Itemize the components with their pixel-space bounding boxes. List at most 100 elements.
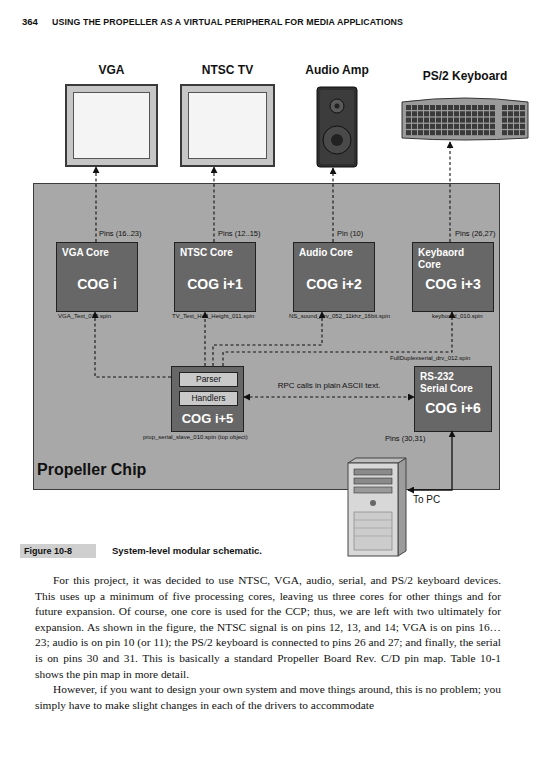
key (418, 130, 423, 135)
key (466, 124, 471, 129)
edge-label: RPC calls in plain ASCII text. (278, 381, 381, 390)
dashed-connector (244, 396, 414, 397)
key (406, 111, 411, 116)
speaker-part (317, 87, 357, 167)
key (448, 118, 453, 123)
key (466, 105, 471, 110)
key (412, 118, 417, 123)
node-text: Parser (180, 373, 237, 386)
key (436, 130, 441, 135)
dashed-connector (213, 312, 322, 366)
key (460, 105, 465, 110)
file-name: prop_serial_slave_010.spin (top object) (143, 434, 248, 440)
key (442, 124, 447, 129)
key (454, 118, 459, 123)
key (424, 124, 429, 129)
cog-box: Keybaord CoreCOG i+3 (412, 242, 494, 312)
key (508, 111, 513, 116)
key (454, 124, 459, 129)
key (424, 130, 429, 135)
file-name: keyboard_010.spin (432, 313, 483, 319)
speaker-part (331, 134, 343, 146)
key (520, 130, 525, 135)
key (490, 124, 495, 129)
pc-tower (348, 458, 406, 556)
key (502, 118, 507, 123)
key (520, 118, 525, 123)
key (484, 105, 489, 110)
key (478, 130, 483, 135)
key (484, 118, 489, 123)
key (508, 124, 513, 129)
body-paragraph: For this project, it was decided to use … (35, 573, 501, 682)
node-text: COG i+5 (172, 411, 243, 426)
key (460, 111, 465, 116)
node-text: NTSC TV (202, 63, 253, 77)
key (472, 124, 477, 129)
dashed-connector (95, 167, 96, 242)
key (436, 118, 441, 123)
key (448, 105, 453, 110)
speaker-art (316, 86, 358, 168)
key (448, 130, 453, 135)
key (490, 105, 495, 110)
key (418, 118, 423, 123)
key (418, 111, 423, 116)
pin-label: Pins (12..15) (218, 229, 261, 238)
speaker-part (320, 90, 354, 164)
cog-box: NTSC CoreCOG i+1 (174, 242, 256, 312)
node-text: NTSC Core (180, 247, 233, 259)
key (418, 124, 423, 129)
key (472, 111, 477, 116)
key (514, 124, 519, 129)
node-text: Audio Amp (305, 63, 369, 77)
key (442, 118, 447, 123)
keyboard-art (400, 92, 530, 142)
keyboard: PS/2 Keyboard (400, 92, 530, 142)
cog-box: VGA CoreCOG i (56, 242, 138, 312)
file-name: NS_sound_drv_052_11khz_16bit.spin (289, 313, 390, 319)
key (454, 111, 459, 116)
key (412, 111, 417, 116)
key (448, 111, 453, 116)
key (424, 105, 429, 110)
vga-monitor: VGA (65, 84, 158, 167)
node-text: VGA Core (62, 247, 109, 259)
key (424, 118, 429, 123)
node-text: Handlers (180, 392, 237, 405)
key (520, 111, 525, 116)
key (430, 130, 435, 135)
pin-label: Pins (26,27) (455, 229, 495, 238)
key (478, 111, 483, 116)
dashed-connector (332, 168, 333, 242)
node-text: COG i (57, 276, 137, 292)
key (454, 130, 459, 135)
key (490, 130, 495, 135)
cog-box: RS-232 Serial CoreCOG i+6 (414, 366, 492, 432)
node-text: Keybaord Core (418, 247, 480, 271)
dashed-connector (213, 167, 214, 242)
key (460, 124, 465, 129)
module-box: Parser (179, 372, 238, 387)
node-text: COG i+6 (415, 400, 491, 416)
key (448, 124, 453, 129)
key (514, 118, 519, 123)
key (520, 105, 525, 110)
key (490, 111, 495, 116)
key (478, 124, 483, 129)
key (430, 118, 435, 123)
key (436, 105, 441, 110)
key (466, 111, 471, 116)
cog-box: Audio CoreCOG i+2 (293, 242, 375, 312)
key (406, 105, 411, 110)
node-text: PS/2 Keyboard (423, 69, 508, 83)
node-text: VGA (98, 63, 124, 77)
key (472, 105, 477, 110)
key (406, 130, 411, 135)
key (502, 105, 507, 110)
node-text: RS-232 Serial Core (420, 371, 482, 395)
key (502, 130, 507, 135)
key (442, 111, 447, 116)
key (460, 118, 465, 123)
speaker-part (335, 104, 340, 109)
